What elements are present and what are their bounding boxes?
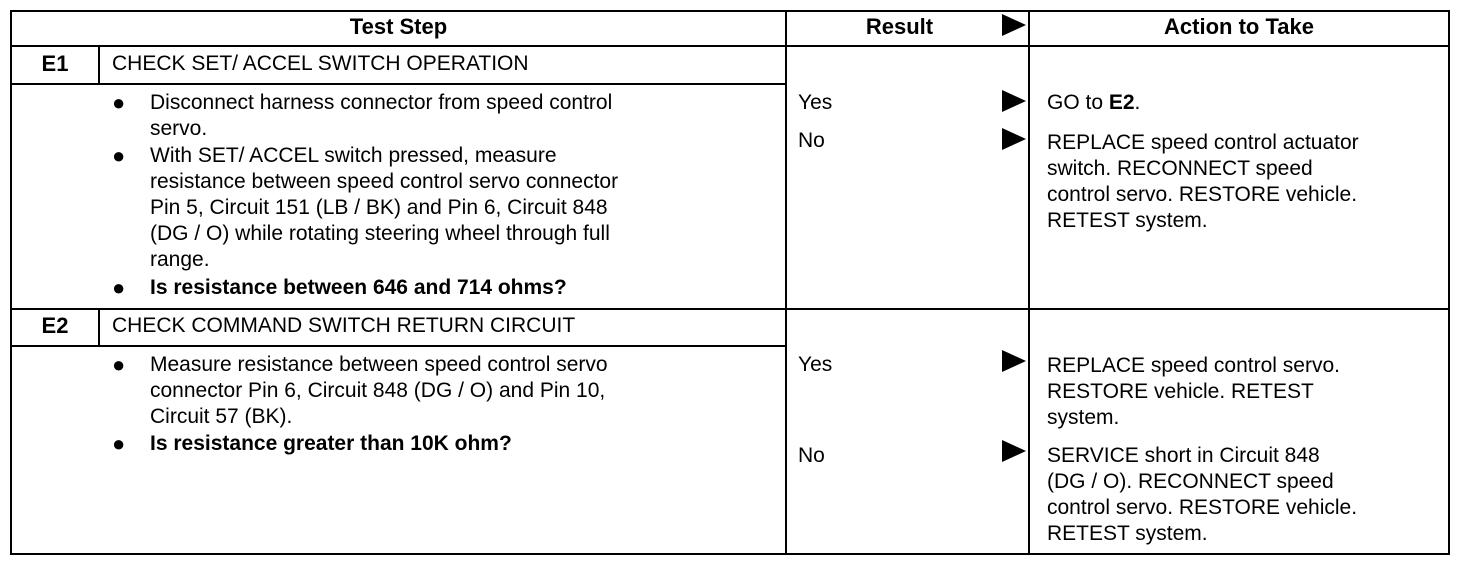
e1-action-no: REPLACE speed control actuator switch. R…: [1047, 131, 1359, 232]
e1-action-yes: GO to E2.: [1047, 91, 1141, 114]
header-action: Action to Take: [1164, 14, 1314, 39]
e1-yes-arrow-icon: [1002, 90, 1026, 112]
step-e1-bullet-2: With SET/ ACCEL switch pressed, measure …: [150, 144, 619, 271]
e2-result-yes: Yes: [798, 353, 833, 376]
e1-no-arrow-icon: [1002, 128, 1026, 150]
step-id-e2: E2: [41, 313, 69, 338]
step-e1-bullet-1: Disconnect harness connector from speed …: [150, 91, 613, 140]
step-title-e2: CHECK COMMAND SWITCH RETURN CIRCUIT: [112, 314, 576, 337]
step-id-e1: E1: [41, 51, 69, 76]
step-e1-bullet-3: Is resistance between 646 and 714 ohms?: [150, 276, 567, 299]
step-title-e1: CHECK SET/ ACCEL SWITCH OPERATION: [112, 52, 529, 75]
e1-result-no: No: [798, 129, 825, 152]
step-e2-bullet-1: Measure resistance between speed control…: [150, 353, 608, 428]
bullet-icon: ●: [112, 275, 126, 300]
e2-action-no: SERVICE short in Circuit 848 (DG / O). R…: [1047, 444, 1358, 545]
step-e2-bullet-2: Is resistance greater than 10K ohm?: [150, 432, 512, 455]
e1-result-yes: Yes: [798, 91, 833, 114]
header-result: Result: [865, 14, 934, 39]
header-test-step: Test Step: [349, 14, 448, 39]
header-arrow-icon: [1002, 14, 1026, 36]
bullet-icon: ●: [112, 431, 126, 456]
bullet-icon: ●: [112, 352, 126, 377]
e2-result-no: No: [798, 444, 825, 467]
e2-yes-arrow-icon: [1002, 350, 1026, 372]
bullet-icon: ●: [112, 90, 126, 115]
e2-action-yes: REPLACE speed control servo. RESTORE veh…: [1047, 354, 1340, 429]
e2-no-arrow-icon: [1002, 440, 1026, 462]
bullet-icon: ●: [112, 143, 126, 168]
